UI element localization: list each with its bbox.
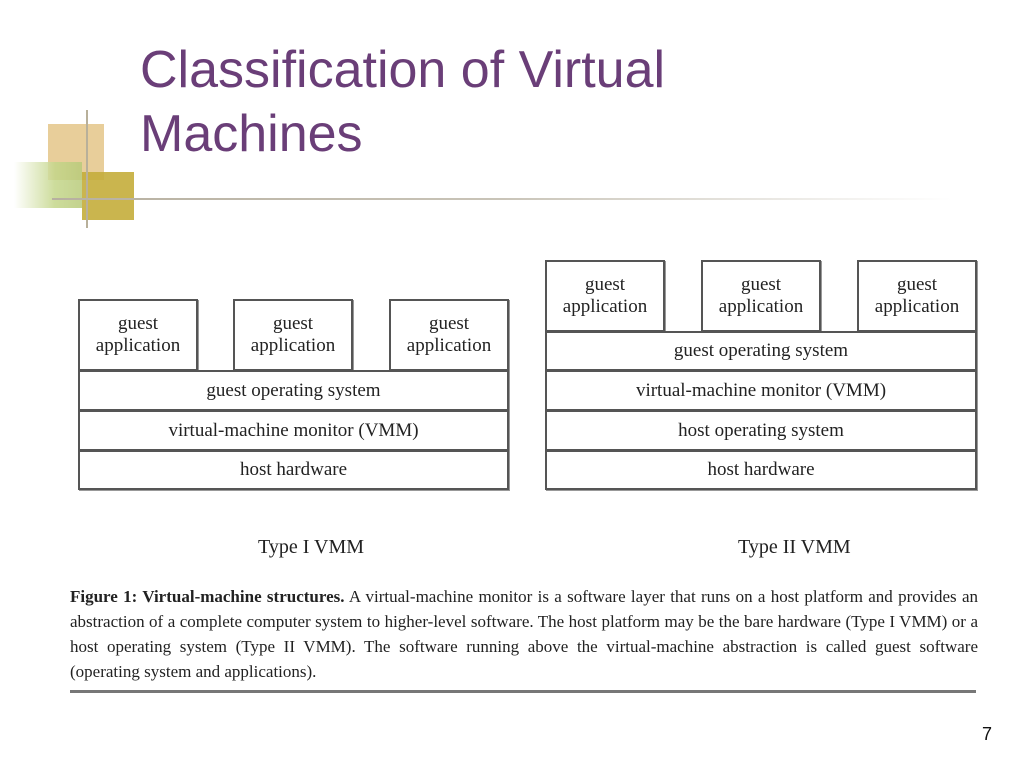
type2-guest-app-1: guest application bbox=[545, 260, 665, 332]
figure-caption: Figure 1: Virtual-machine structures. A … bbox=[70, 584, 978, 684]
title-underline bbox=[52, 198, 952, 200]
type1-guest-app-3: guest application bbox=[389, 299, 509, 371]
caption-text: A virtual-machine monitor is a software … bbox=[70, 587, 978, 681]
type2-guest-app-3: guest application bbox=[857, 260, 977, 332]
type1-guest-app-1: guest application bbox=[78, 299, 198, 371]
type2-vmm: virtual-machine monitor (VMM) bbox=[545, 370, 977, 411]
caption-rule bbox=[70, 690, 976, 693]
type2-guest-app-2: guest application bbox=[701, 260, 821, 332]
type2-label: Type II VMM bbox=[738, 536, 851, 558]
type1-guest-app-2: guest application bbox=[233, 299, 353, 371]
type2-host-os: host operating system bbox=[545, 410, 977, 451]
type1-vmm: virtual-machine monitor (VMM) bbox=[78, 410, 509, 451]
type1-guest-os: guest operating system bbox=[78, 370, 509, 411]
decor-green-square bbox=[14, 162, 82, 208]
slide-title: Classification of Virtual Machines bbox=[140, 41, 666, 163]
decor-vertical-line bbox=[86, 110, 88, 228]
type2-host-hardware: host hardware bbox=[545, 450, 977, 490]
caption-heading: Figure 1: Virtual-machine structures. bbox=[70, 587, 345, 606]
decor-olive-square bbox=[82, 172, 134, 220]
page-number: 7 bbox=[981, 724, 992, 744]
type1-label: Type I VMM bbox=[258, 536, 365, 558]
type1-host-hardware: host hardware bbox=[78, 450, 509, 490]
type2-guest-os: guest operating system bbox=[545, 331, 977, 371]
